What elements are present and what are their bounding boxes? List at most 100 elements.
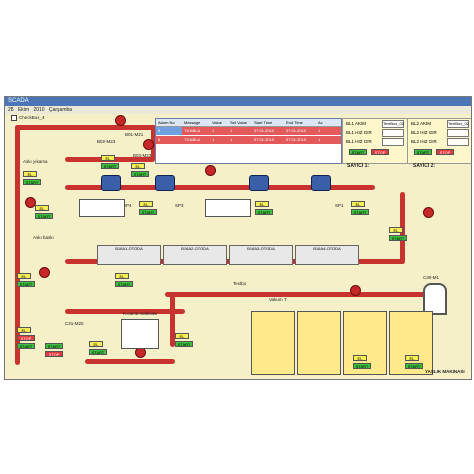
bl1-start-button[interactable]: START <box>349 149 367 155</box>
pipe-sp-line <box>65 185 375 190</box>
el-button[interactable]: EL <box>175 333 189 339</box>
bl2-akim-field[interactable]: TextBox_02 <box>447 119 469 128</box>
start-button[interactable]: START <box>101 163 119 169</box>
b03-label: B03-M23 <box>133 153 152 158</box>
start-button[interactable]: START <box>353 363 371 369</box>
cell: T.KABLA <box>184 137 201 142</box>
start-button[interactable]: START <box>255 209 273 215</box>
cell: 1 <box>318 128 321 133</box>
window-title: SCADA <box>8 98 29 104</box>
cell: 6 <box>158 137 161 142</box>
cell: 07.01.2010 <box>286 137 307 142</box>
menu-date-year[interactable]: 2010 <box>33 107 45 113</box>
el-button[interactable]: EL <box>23 171 37 177</box>
bunker-label: YAŞLIK MAKINASI <box>425 369 465 374</box>
start-button[interactable]: START <box>405 363 423 369</box>
b02-label: B02-M23 <box>97 139 116 144</box>
oven-4[interactable]: B16A4-OTODA <box>295 245 359 265</box>
el-button[interactable]: EL <box>405 355 419 361</box>
col-set-value[interactable]: Set Value <box>230 120 248 125</box>
sp4-machine[interactable] <box>101 175 121 191</box>
kabuk-machine[interactable] <box>121 319 159 349</box>
el-button[interactable]: EL <box>35 205 49 211</box>
start-button[interactable]: START <box>131 171 149 177</box>
col-value[interactable]: Value <box>212 120 222 125</box>
motor-sp[interactable] <box>205 165 216 176</box>
cell: 07.01.2010 <box>254 128 275 133</box>
sp1-machine[interactable] <box>311 175 331 191</box>
col-ack[interactable]: Ac <box>318 120 323 125</box>
start-button[interactable]: START <box>139 209 157 215</box>
start-button[interactable]: START <box>115 281 133 287</box>
menu-date-day[interactable]: 28 <box>8 107 14 113</box>
el-button[interactable]: EL <box>389 227 403 233</box>
bl1-hiz2-field[interactable] <box>382 137 404 146</box>
start-button[interactable]: START <box>45 343 63 349</box>
sp4-tank <box>79 199 125 217</box>
sp1-label: SP1 <box>335 203 344 208</box>
start-button[interactable]: START <box>351 209 369 215</box>
c30-cabinet[interactable] <box>423 283 447 315</box>
checkbox[interactable] <box>11 114 17 121</box>
cell: 1 <box>318 137 321 142</box>
motor-b01[interactable] <box>115 115 126 126</box>
oven-2[interactable]: B16A2-OTODA <box>163 245 227 265</box>
el-button[interactable]: EL <box>351 201 365 207</box>
col-end-time[interactable]: End Time <box>286 120 303 125</box>
start-button[interactable]: START <box>17 343 35 349</box>
bin-1 <box>251 311 295 375</box>
oven-3[interactable]: B16A3-OTODA <box>229 245 293 265</box>
stop-button[interactable]: STOP <box>17 335 35 341</box>
bl2-stop-button[interactable]: STOP <box>436 149 454 155</box>
start-button[interactable]: START <box>175 341 193 347</box>
oven-3-label: B16A3-OTODA <box>247 246 275 251</box>
cell: 07.01.2010 <box>254 137 275 142</box>
menu-date-weekday[interactable]: Çarşamba <box>48 107 73 113</box>
el-button[interactable]: EL <box>115 273 129 279</box>
bin-2 <box>297 311 341 375</box>
el-button[interactable]: EL <box>139 201 153 207</box>
bl1-hiz-field[interactable] <box>382 128 404 137</box>
bl2-start-button[interactable]: START <box>414 149 432 155</box>
table-row[interactable]: 6 T.KABLA 1 1 07.01.2010 07.01.2010 1 <box>156 136 341 145</box>
start-button[interactable]: START <box>89 349 107 355</box>
stop-button[interactable]: STOP <box>45 351 63 357</box>
el-button[interactable]: EL <box>17 327 31 333</box>
bl1-akim-field[interactable]: TextBox_02 <box>382 119 404 128</box>
motor-b03[interactable] <box>143 139 154 150</box>
col-start-time[interactable]: Start Time <box>254 120 273 125</box>
motor-lower-right[interactable] <box>350 285 361 296</box>
aski-baski-label: Askı baskı <box>33 235 54 240</box>
table-row[interactable]: 5 T.KABLA 1 1 07.01.2010 07.01.2010 1 <box>156 127 341 136</box>
menu-date-month[interactable]: Ekim <box>17 107 30 113</box>
motor-left-1[interactable] <box>25 197 36 208</box>
bl1-stop-button[interactable]: STOP <box>371 149 389 155</box>
el-button[interactable]: EL <box>101 155 115 161</box>
start-button[interactable]: START <box>17 281 35 287</box>
el-button[interactable]: EL <box>131 163 145 169</box>
motor-right[interactable] <box>423 207 434 218</box>
sp2-tank <box>205 199 251 217</box>
motor-aski[interactable] <box>39 267 50 278</box>
el-button[interactable]: EL <box>89 341 103 347</box>
start-button[interactable]: START <box>389 235 407 241</box>
aski-yikama-label: Askı yıkama <box>23 159 48 164</box>
el-button[interactable]: EL <box>255 201 269 207</box>
el-button[interactable]: EL <box>17 273 31 279</box>
el-button[interactable]: EL <box>353 355 367 361</box>
bl2-hiz2-field[interactable] <box>447 137 469 146</box>
sp3-machine[interactable] <box>155 175 175 191</box>
col-alarm-no[interactable]: Alarm No <box>158 120 175 125</box>
start-button[interactable]: START <box>23 179 41 185</box>
sp4-label: SP4 <box>123 203 132 208</box>
cell: 1 <box>230 128 233 133</box>
vakum-label: Vakum T. <box>269 297 288 302</box>
start-button[interactable]: START <box>35 213 53 219</box>
col-message[interactable]: Message <box>184 120 201 125</box>
bl2-hiz2-label: BL2 HIZ GIR <box>411 139 437 144</box>
bl2-hiz-field[interactable] <box>447 128 469 137</box>
bl1-hiz2-label: BL1 HIZ GIR <box>346 139 372 144</box>
oven-1[interactable]: B16A1-OTODA <box>97 245 161 265</box>
sp2-machine[interactable] <box>249 175 269 191</box>
